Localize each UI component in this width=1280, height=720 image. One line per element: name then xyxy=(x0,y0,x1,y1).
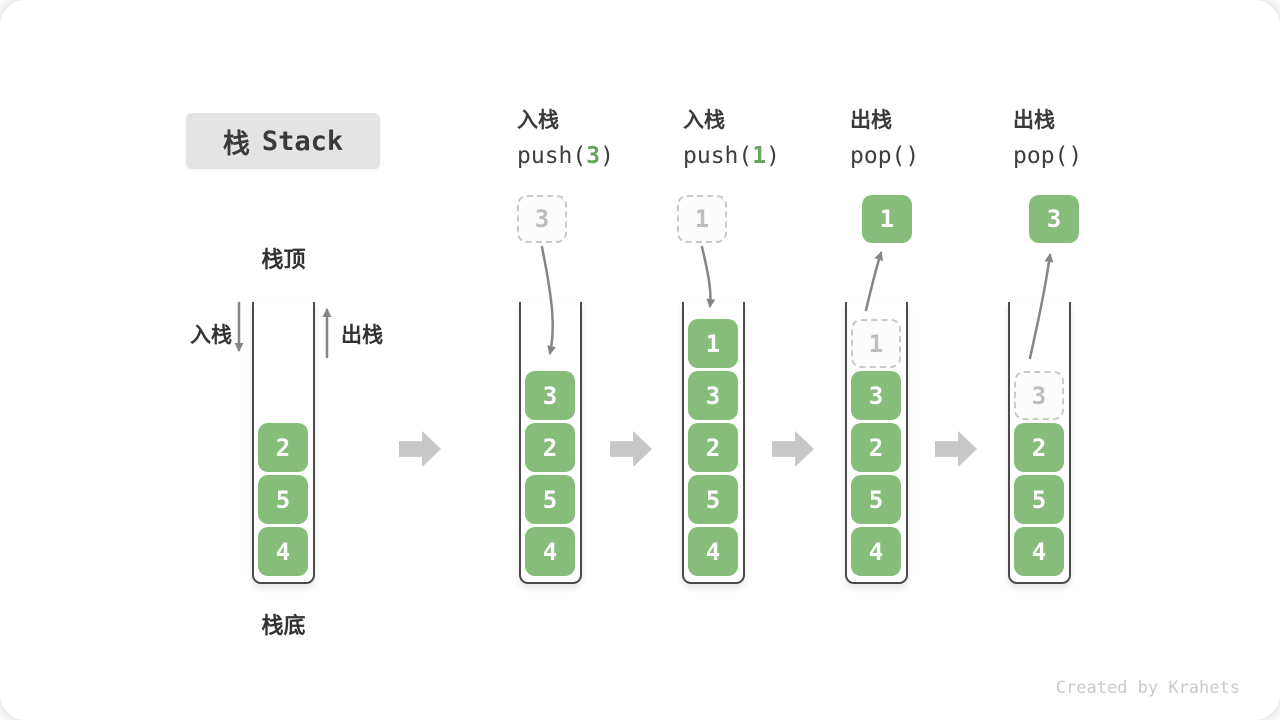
op-header-push-3: 入栈 push(3) xyxy=(517,104,677,174)
pop-side-label: 出栈 xyxy=(341,324,383,347)
stack-cell: 4 xyxy=(258,527,308,576)
op-header-pop-1: 出栈 pop() xyxy=(850,104,1010,174)
stack-cell: 2 xyxy=(258,423,308,472)
diagram-title: 栈 Stack xyxy=(186,113,380,169)
pushed-value-box: 3 xyxy=(517,195,567,243)
stack-cell: 5 xyxy=(525,475,575,524)
op-code: pop() xyxy=(850,138,1010,174)
stack-cell: 2 xyxy=(525,423,575,472)
stack-cell: 5 xyxy=(851,475,901,524)
ghost-stack-cell: 1 xyxy=(851,319,901,368)
stack-cell: 1 xyxy=(688,319,738,368)
op-label-zh: 入栈 xyxy=(517,109,559,132)
credit-text: Created by Krahets xyxy=(1055,678,1240,698)
stack-cell: 3 xyxy=(688,371,738,420)
code-open: pop( xyxy=(1013,143,1069,169)
step-arrow-icon xyxy=(772,431,814,467)
push-side-label: 入栈 xyxy=(190,324,232,347)
pushed-value-box: 1 xyxy=(677,195,727,243)
ghost-stack-cell: 3 xyxy=(1014,371,1064,420)
diagram-title-zh: 栈 xyxy=(222,128,250,159)
stack-cell: 4 xyxy=(1014,527,1064,576)
push-1-arrow-icon xyxy=(700,245,716,308)
stack-cell: 4 xyxy=(851,527,901,576)
code-close: ) xyxy=(766,143,780,169)
step-arrow-icon xyxy=(935,431,977,467)
step-arrow-icon xyxy=(610,431,652,467)
code-close: ) xyxy=(600,143,614,169)
diagram-title-en: Stack xyxy=(261,125,344,157)
stack-cell: 4 xyxy=(525,527,575,576)
op-code: pop() xyxy=(1013,138,1173,174)
popped-value-box: 1 xyxy=(862,195,912,243)
stack-cell: 2 xyxy=(851,423,901,472)
stack-cell: 5 xyxy=(1014,475,1064,524)
code-open: pop( xyxy=(850,143,906,169)
op-header-pop-2: 出栈 pop() xyxy=(1013,104,1173,174)
stack-top-label: 栈顶 xyxy=(261,247,306,272)
popped-value-box: 3 xyxy=(1029,195,1079,243)
stack-cell: 4 xyxy=(688,527,738,576)
stack-cell: 5 xyxy=(688,475,738,524)
code-open: push( xyxy=(517,143,587,169)
op-header-push-1: 入栈 push(1) xyxy=(683,104,843,174)
code-arg: 1 xyxy=(752,143,767,169)
stack-cell: 3 xyxy=(851,371,901,420)
op-label-zh: 出栈 xyxy=(850,109,892,132)
stack-cell: 5 xyxy=(258,475,308,524)
stack-cell: 2 xyxy=(1014,423,1064,472)
op-label-zh: 出栈 xyxy=(1013,109,1055,132)
code-close: ) xyxy=(905,143,920,169)
op-label-zh: 入栈 xyxy=(683,109,725,132)
code-arg: 3 xyxy=(586,143,601,169)
code-open: push( xyxy=(683,143,753,169)
op-code: push(3) xyxy=(517,138,677,174)
stack-bottom-label: 栈底 xyxy=(261,613,306,638)
step-arrow-icon xyxy=(399,431,441,467)
stack-cell: 3 xyxy=(525,371,575,420)
code-close: ) xyxy=(1068,143,1083,169)
op-code: push(1) xyxy=(683,138,843,174)
stack-cell: 2 xyxy=(688,423,738,472)
